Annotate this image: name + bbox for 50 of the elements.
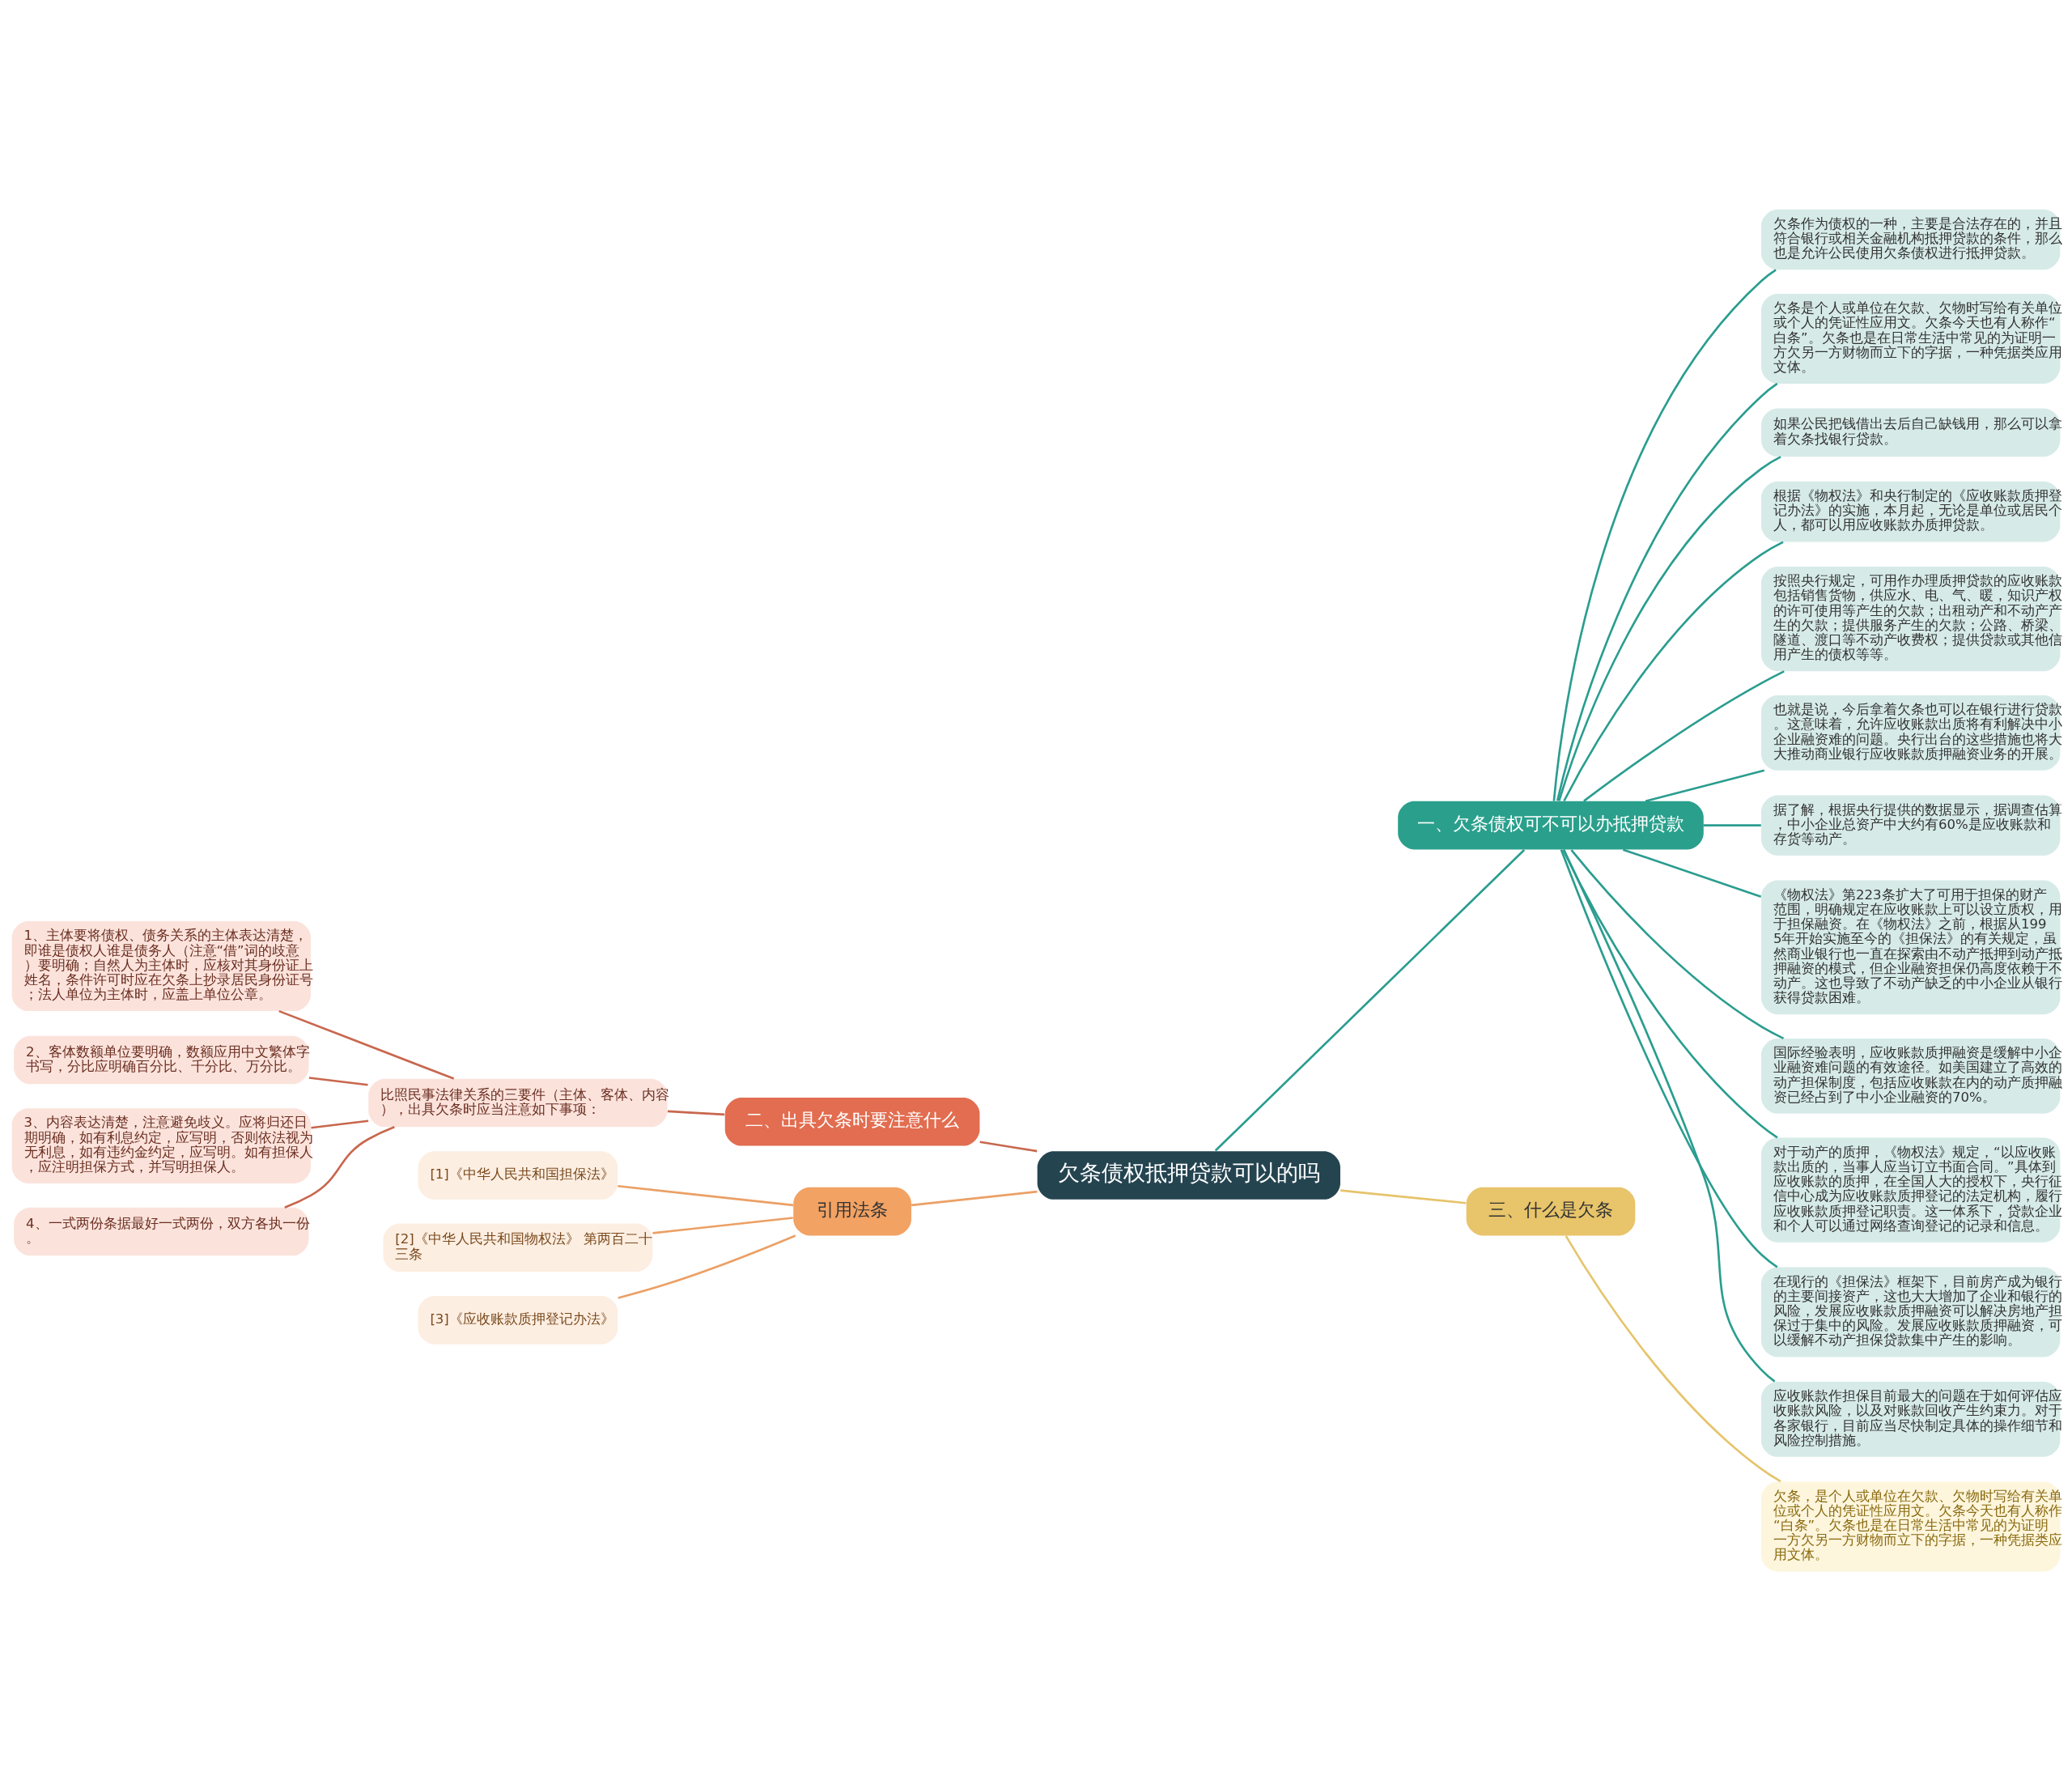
connector <box>1562 848 1778 1138</box>
node-box: 应收账款作担保目前最大的问题在于如何评估应收账款风险，以及对账款回收产生约束力。对于各家银行，目前应当尽快制定具体的操作细节和风险控制措施。 <box>1761 1381 2061 1457</box>
node-box: 据了解，根据央行提供的数据显示，据调查估算，中小企业总资产中大约有60%是应收账款和存货等动产。 <box>1761 794 2061 856</box>
node-box: 3、内容表达清楚，注意避免歧义。应将归还日期明确，如有利息约定，应写明，否则依法视为无利息，如有违约金约定，应写明。如有担保人，应注明担保方式，并写明担保人。 <box>11 1107 311 1183</box>
connector <box>1565 1234 1781 1482</box>
connector <box>1552 268 1777 801</box>
node-box: 引用法条 <box>793 1187 911 1235</box>
node-box: 按照央行规定，可用作办理质押贷款的应收账款包括销售货物，供应水、电、气、暖，知识产权的许可使用等产生的欠款；出租动产和不动产产生的欠款；提供服务产生的欠款；公路、桥梁、隧道、渡口等不动产收费权；提供贷款或其他信用产生的债权等等。 <box>1761 566 2061 671</box>
node-box: 欠条债权抵押贷款可以的吗 <box>1037 1150 1340 1200</box>
node-box: 也就是说，今后拿着欠条也可以在银行进行贷款。这意味着，允许应收账款出质将有利解决中小企业融资难的问题。央行出台的这些措施也将大大推动商业银行应收账款质押融资业务的开展。 <box>1761 695 2061 771</box>
connector <box>618 1184 794 1206</box>
connector <box>1563 540 1784 801</box>
connector <box>1703 823 1761 826</box>
connector <box>667 1110 725 1115</box>
connector <box>1645 769 1765 802</box>
connector <box>278 1009 455 1080</box>
connector <box>979 1140 1038 1152</box>
connector <box>911 1190 1038 1206</box>
connector <box>311 1119 369 1129</box>
node-box: 三、什么是欠条 <box>1466 1187 1636 1235</box>
node-box: [3]《应收账款质押登记办法》 <box>418 1295 618 1345</box>
node-box: 根据《物权法》和央行制定的《应收账款质押登记办法》的实施，本月起，无论是单位或居民个人，都可以用应收账款办质押贷款。 <box>1761 481 2061 542</box>
connector <box>1622 848 1762 898</box>
node-box: 欠条，是个人或单位在欠款、欠物时写给有关单位或个人的凭证性应用文。欠条今天也有人称作“白条”。欠条也是在日常生活中常见的为证明一方欠另一方财物而立下的字据，一种凭据类应用文体。 <box>1761 1481 2061 1571</box>
connector <box>652 1216 793 1234</box>
connector <box>1214 848 1526 1151</box>
connector <box>1558 455 1781 801</box>
connector <box>1570 848 1785 1039</box>
connector <box>1583 669 1785 802</box>
node-box: [1]《中华人民共和国担保法》 <box>418 1150 618 1200</box>
node-box: 《物权法》第223条扩大了可用于担保的财产范围，明确规定在应收账款上可以设立质权，用于担保融资。在《物权法》之前，根据从1995年开始实施至今的《担保法》的有关规定，虽然商业银行也一直在探索由不动产抵押到动产抵押融资的模式，但企业融资担保仍高度依赖于不动产。这也导致了不动产缺乏的中小企业从银行获得贷款困难。 <box>1761 880 2061 1014</box>
node-box: 4、一式两份条据最好一式两份，双方各执一份。 <box>14 1207 309 1255</box>
connector <box>1556 382 1778 801</box>
connector <box>618 1234 796 1299</box>
node-box: 比照民事法律关系的三要件（主体、客体、内容），出具欠条时应当注意如下事项： <box>368 1078 668 1127</box>
node-box: 一、欠条债权可不可以办抵押贷款 <box>1398 801 1704 849</box>
connector <box>1560 848 1778 1268</box>
connector <box>1340 1188 1467 1204</box>
connector <box>1562 848 1776 1383</box>
node-box: 对于动产的质押，《物权法》规定，“以应收账款出质的，当事人应当订立书面合同。”具体到应收账款的质押，在全国人大的授权下，央行征信中心成为应收账款质押登记的法定机构，履行应收账款质押登记职责。这一体系下，贷款企业和个人可以通过网络查询登记的记录和信息。 <box>1761 1137 2061 1243</box>
node-box: 欠条是个人或单位在欠款、欠物时写给有关单位或个人的凭证性应用文。欠条今天也有人称作“白条”。欠条也是在日常生活中常见的为证明一方欠另一方财物而立下的字据，一种凭据类应用文体。 <box>1761 293 2061 384</box>
connector <box>308 1076 368 1086</box>
node-box: 2、客体数额单位要明确，数额应用中文繁体字书写，分比应明确百分比、千分比、万分比。 <box>14 1035 309 1084</box>
node-box: 二、出具欠条时要注意什么 <box>724 1097 980 1145</box>
node-box: 国际经验表明，应收账款质押融资是缓解中小企业融资难问题的有效途径。如美国建立了高效的动产担保制度，包括应收账款在内的动产质押融资已经占到了中小企业融资的70%。 <box>1761 1038 2061 1114</box>
connector <box>284 1125 395 1209</box>
node-box: 如果公民把钱借出去后自己缺钱用，那么可以拿着欠条找银行贷款。 <box>1761 408 2061 457</box>
node-box: 在现行的《担保法》框架下，目前房产成为银行的主要间接资产，这也大大增加了企业和银行的风险，发展应收账款质押融资可以解决房地产担保过于集中的风险。发展应收账款质押融资，可以缓解不动产担保贷款集中产生的影响。 <box>1761 1266 2061 1357</box>
node-box: 欠条作为债权的一种，主要是合法存在的，并且符合银行或相关金融机构抵押贷款的条件，那么也是允许公民使用欠条债权进行抵押贷款。 <box>1761 209 2061 270</box>
node-box: [2]《中华人民共和国物权法》 第两百二十三条 <box>383 1223 653 1272</box>
